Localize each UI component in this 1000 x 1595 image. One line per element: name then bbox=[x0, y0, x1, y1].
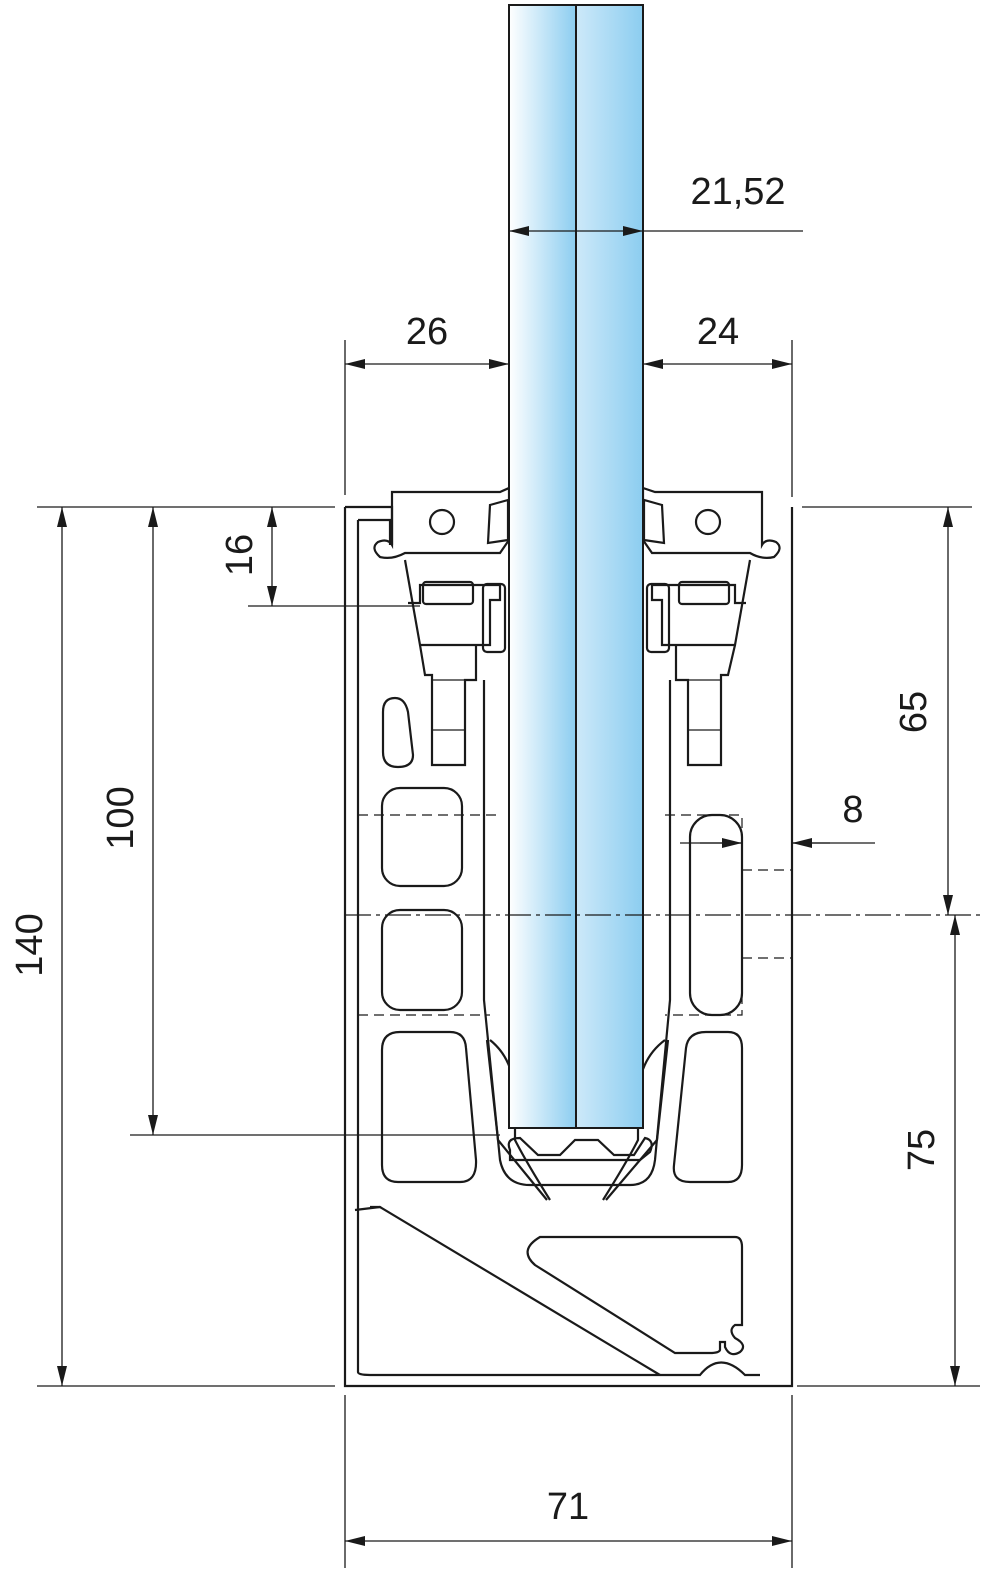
window-left-2 bbox=[380, 908, 464, 1012]
dim-left-gap: 26 bbox=[406, 311, 448, 353]
dim-lower-height: 75 bbox=[901, 1129, 943, 1171]
glass-panel bbox=[508, 4, 644, 1129]
dim-upper-height: 65 bbox=[893, 691, 935, 733]
dimension-lines bbox=[57, 226, 960, 1546]
dim-glass-thickness: 21,52 bbox=[690, 171, 785, 213]
dim-width: 71 bbox=[547, 1486, 589, 1528]
dim-hole-offset: 8 bbox=[842, 789, 863, 831]
dim-glass-insertion: 100 bbox=[100, 786, 142, 849]
window-left-1 bbox=[380, 786, 464, 888]
dim-top-offset: 16 bbox=[219, 534, 261, 576]
dim-right-gap: 24 bbox=[697, 311, 739, 353]
dim-total-height: 140 bbox=[9, 913, 51, 976]
